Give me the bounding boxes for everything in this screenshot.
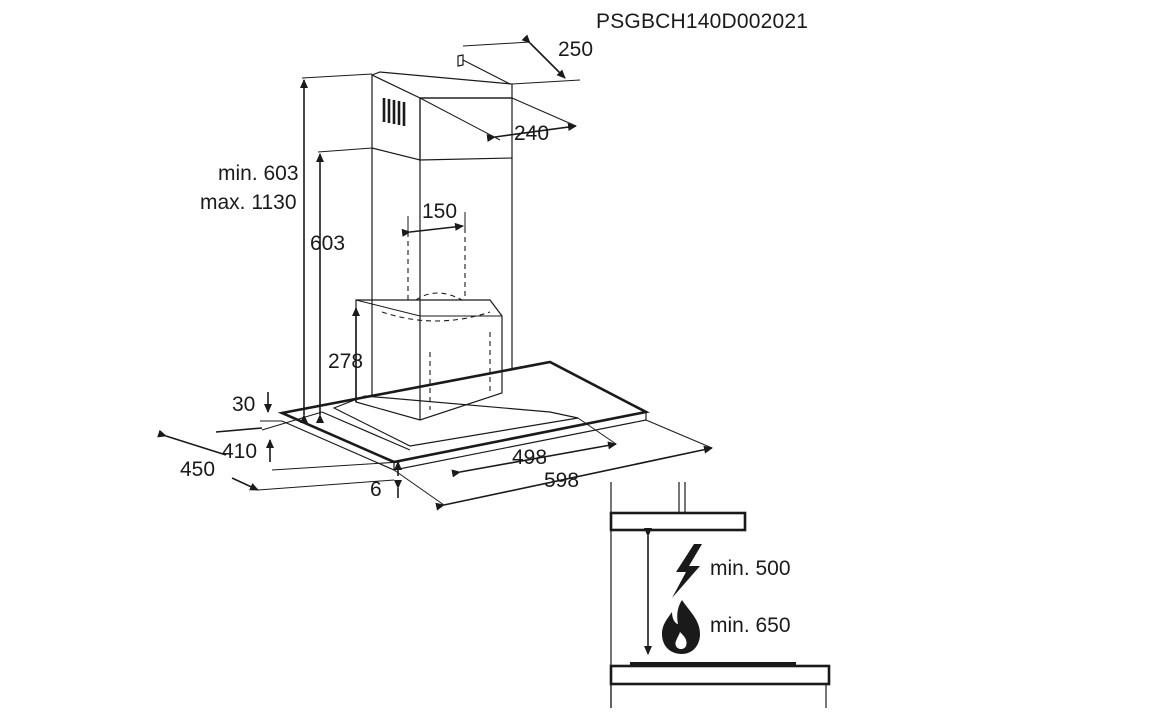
dim-width-outer: 598 [544,469,579,492]
dim-chimney-min: min. 603 [218,162,299,185]
vent-grille [382,98,406,126]
dim-glass-thickness: 30 [232,393,255,416]
worktop [609,664,831,686]
flame-icon [662,600,700,654]
gas-clearance-label: min. 650 [710,614,791,637]
glass-canopy [277,360,650,464]
hood-drawing [277,54,650,471]
product-code: PSGBCH140D002021 [596,10,808,33]
chimney-front-panel [419,97,513,161]
lightning-icon [672,544,702,598]
dim-chimney-fixed: 603 [310,232,345,255]
dim-chimney-width: 240 [514,122,549,145]
dim-outlet-diameter: 150 [422,200,457,223]
dim-depth-inner: 410 [222,440,257,463]
dim-body-height: 278 [328,350,363,373]
dim-edge: 6 [370,478,382,501]
dim-width-inner: 498 [512,446,547,469]
dim-depth-outer: 450 [180,458,215,481]
electric-clearance-label: min. 500 [710,557,791,580]
chimney-side-panel [371,74,421,161]
wall-bracket [457,54,464,67]
dim-chimney-max: max. 1130 [200,191,297,214]
clearance-inset [609,482,831,708]
canopy-frame [332,395,579,447]
hood-plate [609,511,747,532]
dim-chimney-depth: 250 [558,38,593,61]
dimension-lines [157,34,713,511]
